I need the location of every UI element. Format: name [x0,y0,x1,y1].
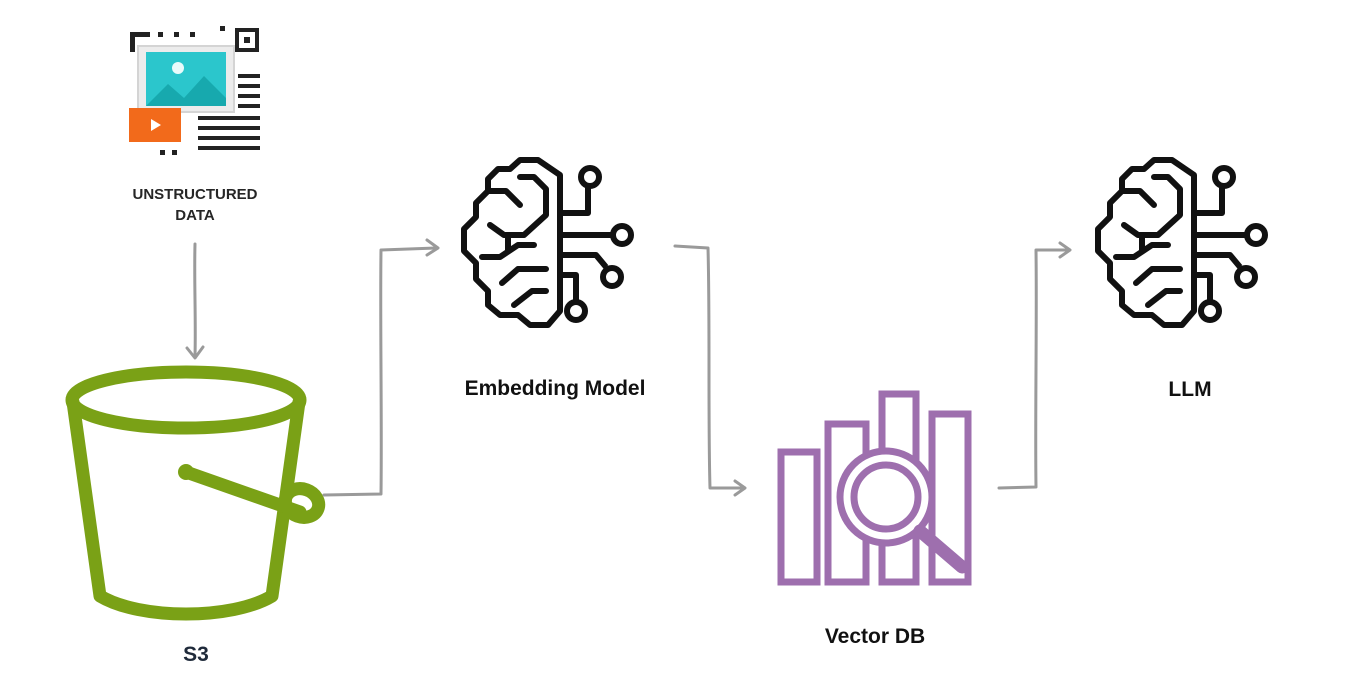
unstructured-data-label-line2: DATA [175,207,215,224]
arrow-s3-to-embedding [322,238,440,497]
unstructured-data-label: UNSTRUCTURED DATA [114,184,276,226]
arrow-embedding-to-vectordb [673,244,747,497]
documents-media-icon [129,26,260,155]
s3-label: S3 [183,643,209,666]
s3-bucket-icon [65,365,326,621]
brain-circuit-icon [1098,160,1265,325]
unstructured-data-label-line1: UNSTRUCTURED [132,186,258,203]
text-lines [198,74,260,150]
image-tile-icon [137,45,235,113]
llm-label: LLM [1168,378,1212,401]
frame-corners [130,26,225,155]
arrow-unstructured-to-s3 [185,242,205,360]
vector-db-search-icon [777,390,972,586]
arrow-vectordb-to-llm [997,241,1072,490]
video-tile-icon [129,108,181,142]
qr-square-icon [235,28,259,52]
brain-circuit-icon [464,160,631,325]
vector-db-label: Vector DB [824,625,926,648]
embedding-model-label: Embedding Model [464,377,646,400]
